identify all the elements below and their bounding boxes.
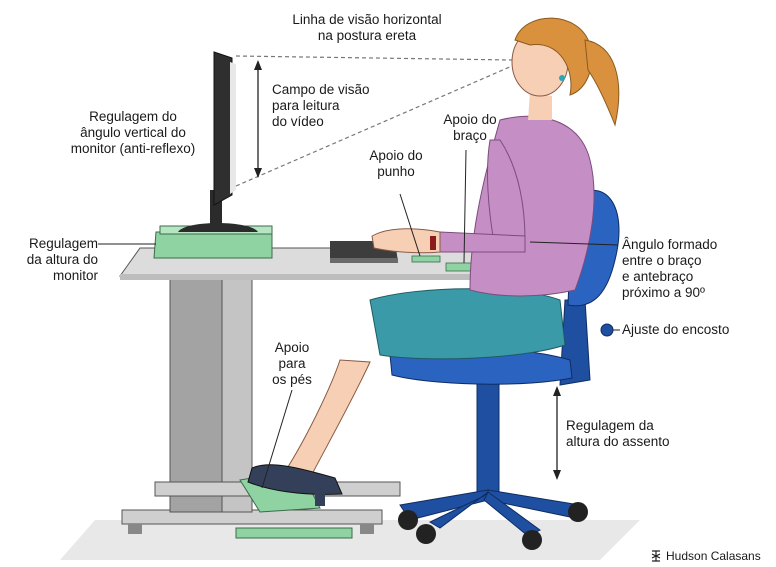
label-monitor-height: Regulagem da altura do monitor: [2, 236, 98, 284]
foot-rest-base: [236, 528, 352, 538]
field-of-view-arrow-bottom: [254, 168, 262, 178]
desk-foot-right: [360, 524, 374, 534]
keyboard-front: [330, 258, 398, 263]
woman-watch: [430, 236, 436, 250]
label-horizontal-sight: Linha de visão horizontal na postura ere…: [262, 12, 472, 44]
woman-forearm: [440, 232, 525, 252]
woman-ponytail: [585, 40, 619, 125]
credit-text: Hudson Calasans: [666, 548, 761, 564]
desk-top-edge: [120, 274, 470, 280]
credit-logo-icon: [650, 550, 662, 562]
seat-height-arrow-top: [553, 386, 561, 396]
backrest-adjust-knob: [601, 324, 613, 336]
horizontal-sight-line: [236, 56, 512, 60]
desk-leg-right: [222, 272, 252, 512]
monitor-screen-face: [230, 62, 236, 194]
wrist-rest: [412, 256, 440, 262]
desk-foot-left: [128, 524, 142, 534]
woman-earring: [559, 75, 565, 81]
floor-shadow: [60, 520, 640, 560]
shoe-heel: [315, 488, 325, 506]
seat-height-arrow-bottom: [553, 470, 561, 480]
illustrator-credit: Hudson Calasans: [650, 548, 761, 564]
desk-leg-left: [170, 272, 222, 512]
label-seat-height: Regulagem da altura do assento: [566, 418, 716, 450]
label-field-of-view: Campo de visão para leitura do vídeo: [272, 82, 392, 130]
monitor-base: [178, 223, 258, 232]
label-monitor-angle: Regulagem do ângulo vertical do monitor …: [58, 109, 208, 157]
label-arm-support: Apoio do braço: [426, 112, 514, 144]
woman-hand: [372, 229, 440, 253]
label-foot-rest: Apoio para os pés: [262, 340, 322, 388]
label-backrest: Ajuste do encosto: [622, 322, 774, 338]
label-elbow-angle: Ângulo formado entre o braço e antebraço…: [622, 237, 774, 301]
field-of-view-arrow-top: [254, 60, 262, 70]
label-wrist-support: Apoio do punho: [352, 148, 440, 180]
chair-base: [400, 380, 580, 536]
monitor-screen: [214, 52, 232, 205]
monitor-riser: [154, 232, 272, 258]
woman-skirt: [370, 289, 565, 359]
